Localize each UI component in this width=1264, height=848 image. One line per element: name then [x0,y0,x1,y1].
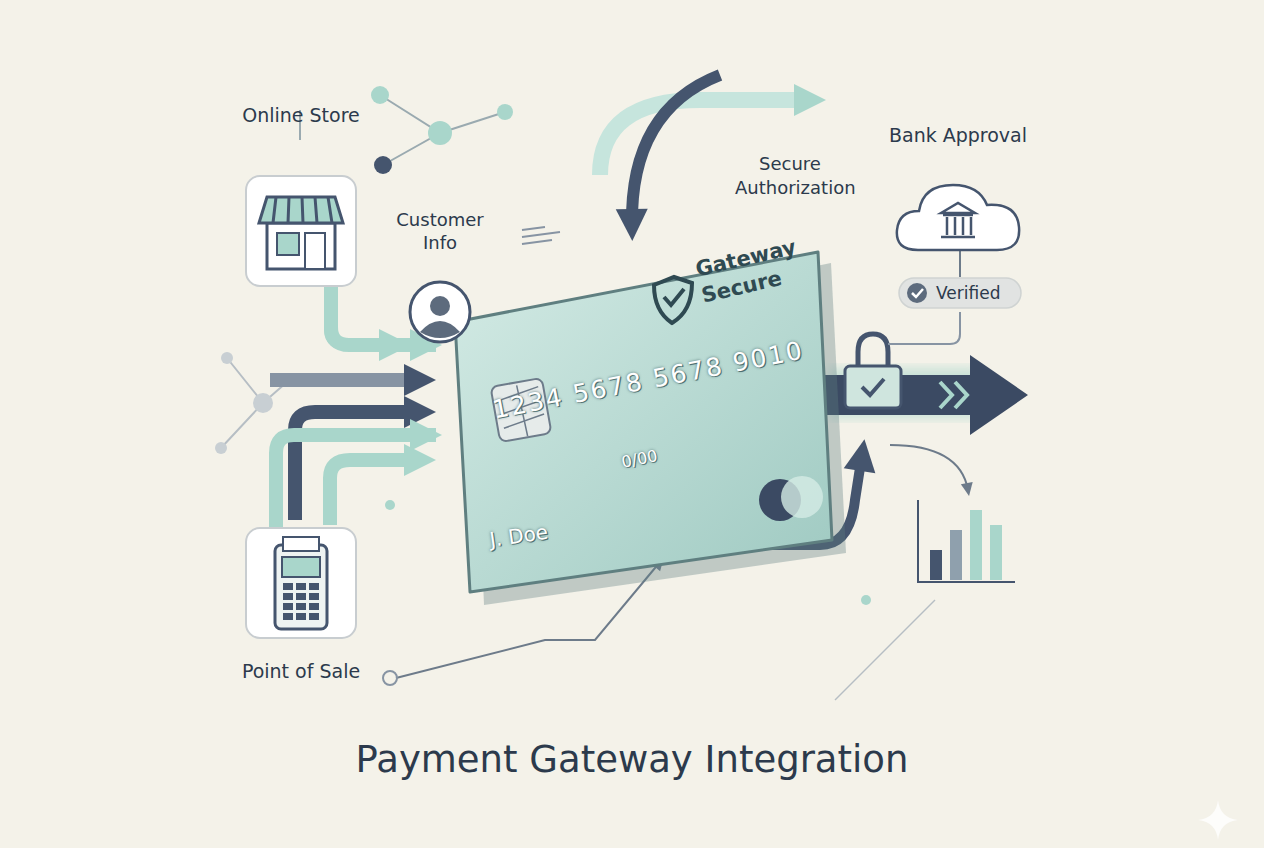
channel-box: Online Store [245,175,357,287]
customer-avatar: Customer Info [408,280,472,344]
bank-cloud: Bank Approval [893,175,1023,255]
step-label: Secure Authorization [735,152,845,201]
gateway-card: Gateway Secure1234 5678 5678 90100/00J. … [440,245,840,605]
status-pill: Verified [898,277,1022,309]
iconbox-shape [245,527,357,639]
iconbox-shape [245,175,357,287]
diagram-title: Payment Gateway Integration [0,738,1264,781]
node-label: Bank Approval [863,123,1053,148]
node-label: Point of Sale [205,659,397,684]
flow-arrow [959,251,961,277]
avatar-shape [408,280,472,344]
node-label: Online Store [215,103,387,128]
flow-arrow [276,435,436,527]
node-label: Verified [936,282,1000,304]
cloud-shape [893,175,1023,255]
channel-box: Point of Sale [245,527,357,639]
node-label: Customer Info [390,208,490,255]
